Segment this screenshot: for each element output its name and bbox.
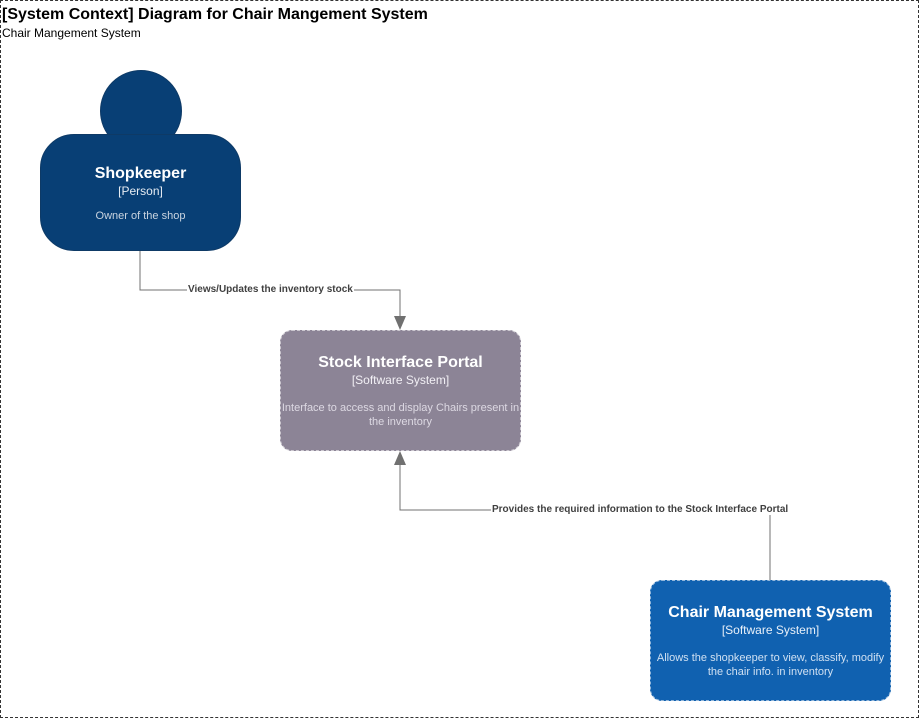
chair-system-type: [Software System] <box>721 623 820 637</box>
chair-management-system[interactable]: Chair Management System [Software System… <box>650 580 891 701</box>
edge-line-provides-info[interactable] <box>399 463 771 580</box>
edge-arrowhead-provides-info <box>394 451 406 465</box>
stock-portal-description: Interface to access and display Chairs p… <box>281 402 520 428</box>
diagram-subtitle: Chair Mangement System <box>2 26 141 40</box>
stock-portal-name: Stock Interface Portal <box>318 354 483 371</box>
shopkeeper-name: Shopkeeper <box>94 165 187 182</box>
shopkeeper-person[interactable]: Shopkeeper [Person] Owner of the shop <box>40 134 241 251</box>
shopkeeper-description: Owner of the shop <box>95 210 186 222</box>
stock-interface-portal[interactable]: Stock Interface Portal [Software System]… <box>280 330 521 451</box>
edge-arrowhead-views-updates <box>394 316 406 330</box>
stock-portal-type: [Software System] <box>351 373 450 387</box>
edge-label-views-updates: Views/Updates the inventory stock <box>187 284 354 295</box>
chair-system-description: Allows the shopkeeper to view, classify,… <box>656 652 885 678</box>
chair-system-name: Chair Management System <box>668 604 873 621</box>
diagram-title: [System Context] Diagram for Chair Mange… <box>2 6 428 23</box>
edge-label-provides-info: Provides the required information to the… <box>491 504 790 515</box>
shopkeeper-type: [Person] <box>118 184 163 198</box>
